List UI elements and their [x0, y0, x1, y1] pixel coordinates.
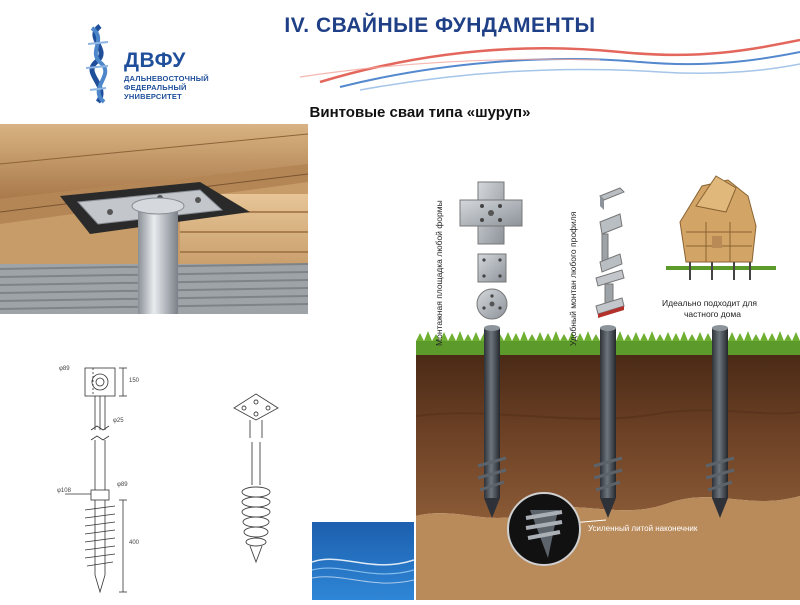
- platform-label: Монтажная площадка любой формы: [434, 200, 444, 346]
- house-caption-line2: частного дома: [684, 309, 741, 319]
- tip-label: Усиленный литой наконечник: [588, 524, 698, 533]
- profile-channel: [599, 213, 623, 273]
- logo-line2: ФЕДЕРАЛЬНЫЙ: [124, 83, 187, 92]
- logo-line1: ДАЛЬНЕВОСТОЧНЫЙ: [124, 74, 209, 83]
- wooden-house-illustration: [666, 175, 776, 280]
- mounting-platform-square: [477, 253, 507, 283]
- profile-label: Удобный монтан любого профиля: [568, 211, 578, 346]
- profile-angle: [599, 187, 625, 210]
- pile-photo: [0, 124, 308, 314]
- slide-subtitle: Винтовые сваи типа «шуруп»: [309, 104, 531, 121]
- dim-label-1: φ89: [59, 366, 70, 372]
- dim-label-3: φ25: [113, 418, 124, 424]
- pile-technical-drawing: φ89 150 φ25 φ89 φ108 400: [55, 360, 145, 600]
- dim-label-4: φ89: [117, 482, 128, 488]
- dna-helix-icon: [80, 24, 116, 104]
- slide-title: IV. СВАЙНЫЕ ФУНДАМЕНТЫ: [284, 14, 596, 37]
- dim-label-5: φ108: [57, 488, 71, 494]
- dim-label-2: 150: [129, 378, 140, 384]
- pile-infographic: Монтажная площадка любой формы Удобный м…: [416, 166, 800, 600]
- pile-outline-drawing: [228, 390, 284, 570]
- header-wave: [299, 32, 800, 92]
- mounting-platform-cross: [459, 181, 523, 245]
- dim-label-6: 400: [129, 540, 140, 546]
- profile-i-beam: [595, 269, 625, 318]
- house-caption-line1: Идеально подходит для: [662, 298, 757, 308]
- logo-line3: УНИВЕРСИТЕТ: [124, 92, 182, 101]
- university-logo: ДВФУ ДАЛЬНЕВОСТОЧНЫЙ ФЕДЕРАЛЬНЫЙ УНИВЕРС…: [80, 22, 220, 107]
- blue-wave-panel: [312, 522, 414, 600]
- logo-abbr: ДВФУ: [124, 49, 186, 72]
- mounting-platform-round: [476, 288, 508, 320]
